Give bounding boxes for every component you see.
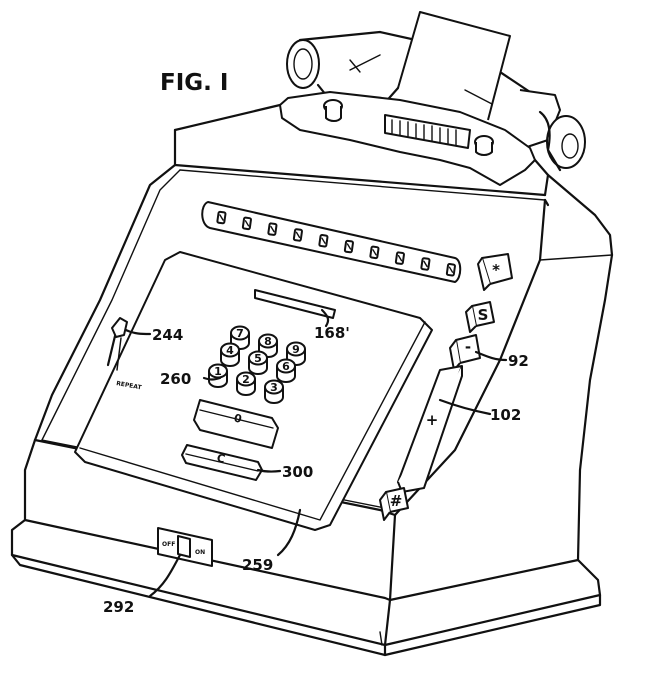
figure-title: FIG. I <box>160 70 228 96</box>
display-digit-window <box>343 239 354 254</box>
key-9-label: 9 <box>292 343 300 356</box>
key-6[interactable]: 6 <box>276 358 296 383</box>
numeric-keypad: 7 8 9 4 5 6 1 2 3 <box>208 325 306 404</box>
key-4[interactable]: 4 <box>220 342 240 367</box>
ref-168: 168' <box>314 324 350 342</box>
paper-tape <box>397 11 511 121</box>
leader-lines <box>124 308 508 598</box>
key-clear-label: C <box>215 451 226 466</box>
repeat-lever[interactable]: REPEAT <box>106 317 143 392</box>
key-4-label: 4 <box>226 344 234 357</box>
ref-260: 260 <box>160 370 191 388</box>
key-subtotal-label: S <box>478 306 489 324</box>
key-8-label: 8 <box>264 335 272 348</box>
power-switch[interactable]: OFF ON <box>157 527 213 567</box>
key-hash[interactable]: # <box>379 487 409 521</box>
printer-cover <box>279 91 536 186</box>
key-2[interactable]: 2 <box>236 371 256 396</box>
printer-assembly <box>279 11 586 186</box>
key-minus[interactable]: - <box>449 334 481 371</box>
switch-off-label: OFF <box>162 541 175 548</box>
key-star-label: * <box>492 261 500 279</box>
display-digit-window <box>445 263 456 277</box>
ref-244: 244 <box>152 326 183 344</box>
display-digit-window <box>216 210 227 225</box>
key-plus[interactable]: + <box>397 365 463 493</box>
ref-92: 92 <box>508 352 529 370</box>
display-digit-window <box>369 245 380 260</box>
key-hash-label: # <box>390 492 403 510</box>
key-1-label: 1 <box>214 365 222 378</box>
key-7[interactable]: 7 <box>230 325 250 350</box>
key-subtotal[interactable]: S <box>465 301 495 333</box>
key-0-label: 0 <box>233 411 244 426</box>
key-plus-label: + <box>426 411 439 429</box>
ref-102: 102 <box>490 406 521 424</box>
key-1[interactable]: 1 <box>208 363 228 388</box>
display-digit-window <box>292 228 303 242</box>
ref-300: 300 <box>282 463 313 481</box>
key-5[interactable]: 5 <box>248 350 268 375</box>
display-panel <box>201 201 462 283</box>
key-0[interactable]: 0 <box>193 399 279 449</box>
ref-259: 259 <box>242 556 273 574</box>
key-3[interactable]: 3 <box>264 379 284 404</box>
key-6-label: 6 <box>282 360 290 373</box>
key-3-label: 3 <box>270 381 278 394</box>
key-minus-label: - <box>465 338 471 356</box>
key-clear[interactable]: C <box>181 444 263 481</box>
key-5-label: 5 <box>254 352 262 365</box>
display-digit-window <box>394 251 405 265</box>
display-digit-window <box>318 234 329 248</box>
display-digit-window <box>420 257 431 271</box>
key-7-label: 7 <box>236 327 244 340</box>
tape-slot <box>254 289 336 319</box>
key-star[interactable]: * <box>477 253 513 291</box>
switch-on-label: ON <box>195 549 205 556</box>
display-digit-window <box>241 216 252 231</box>
ref-292: 292 <box>103 598 134 616</box>
repeat-label: REPEAT <box>116 380 143 391</box>
key-2-label: 2 <box>242 373 250 386</box>
display-digit-window <box>267 222 278 236</box>
